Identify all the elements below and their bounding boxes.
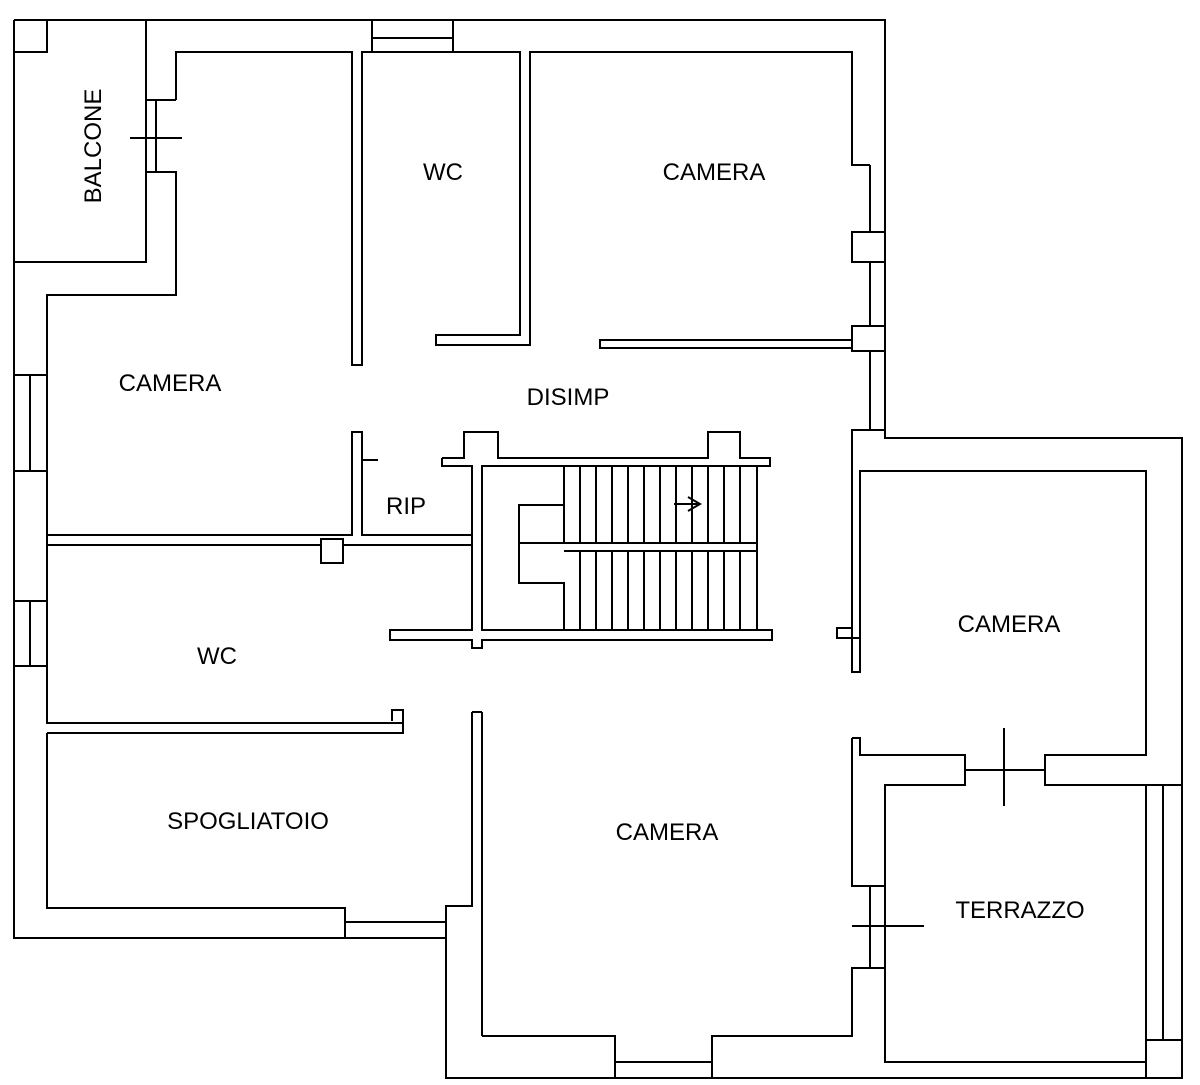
openings <box>130 137 1005 927</box>
room-label-spogliatoio: SPOGLIATOIO <box>167 808 329 835</box>
room-label-terrazzo: TERRAZZO <box>955 897 1084 924</box>
room-label-balcone: BALCONE <box>80 89 107 204</box>
room-label-camera-top-right: CAMERA <box>663 159 766 186</box>
room-label-wc-left: WC <box>197 643 237 670</box>
room-label-rip: RIP <box>386 493 426 520</box>
stair-arrowhead <box>687 496 702 512</box>
room-label-wc-top: WC <box>423 159 463 186</box>
room-label-camera-left: CAMERA <box>119 370 222 397</box>
room-label-camera-right: CAMERA <box>958 611 1061 638</box>
room-label-disimp: DISIMP <box>527 384 610 411</box>
staircase <box>389 431 773 649</box>
room-label-camera-bottom: CAMERA <box>616 819 719 846</box>
